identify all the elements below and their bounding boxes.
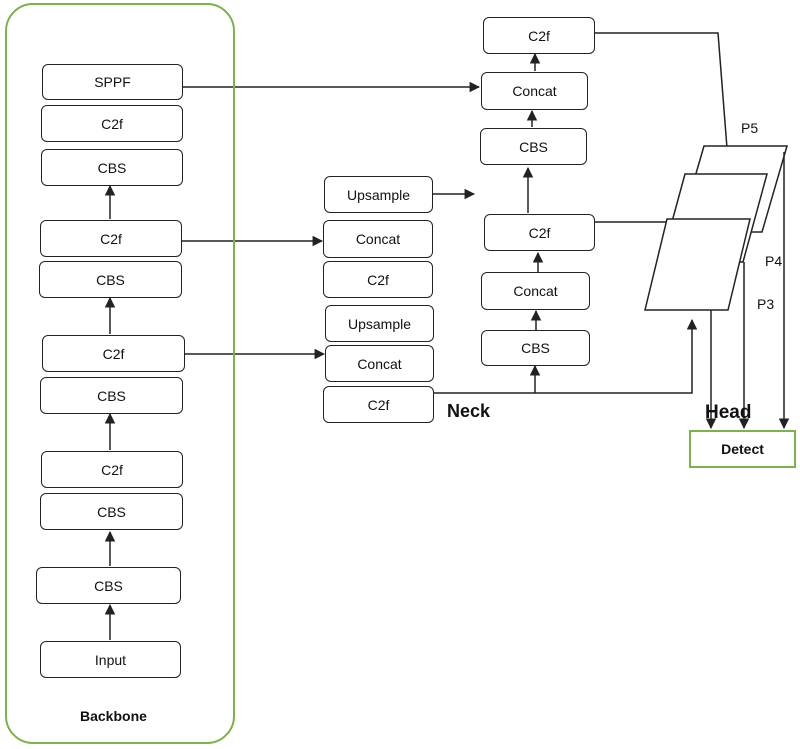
backbone-block-cbs: CBS	[40, 493, 183, 530]
backbone-title: Backbone	[80, 708, 147, 724]
neck-right-concat: Concat	[481, 72, 588, 110]
backbone-block-input: Input	[40, 641, 181, 678]
backbone-block-c2f: C2f	[41, 105, 183, 142]
neck-right-c2f: C2f	[484, 214, 595, 251]
line-c2f-to-p5	[595, 32, 728, 149]
head-level-p5: P5	[741, 120, 759, 136]
backbone-block-c2f: C2f	[40, 220, 182, 257]
line-neck-c2f-out	[433, 318, 698, 394]
head-level-p3: P3	[757, 296, 775, 312]
backbone-block-c2f: C2f	[41, 451, 183, 488]
neck-left-upsample: Upsample	[324, 176, 433, 213]
backbone-block-cbs: CBS	[41, 149, 183, 186]
backbone-block-cbs: CBS	[40, 377, 183, 414]
neck-right-cbs: CBS	[481, 330, 590, 366]
neck-right-concat: Concat	[481, 272, 590, 310]
detect-box: Detect	[689, 430, 796, 468]
neck-left-concat: Concat	[323, 220, 433, 258]
feature-map-p3	[644, 218, 751, 311]
head-title: Head	[705, 402, 752, 423]
backbone-block-cbs: CBS	[39, 261, 182, 298]
neck-left-upsample: Upsample	[325, 305, 434, 342]
neck-title: Neck	[447, 401, 491, 421]
backbone-frame	[5, 3, 235, 744]
neck-right-c2f: C2f	[483, 17, 595, 54]
backbone-block-c2f: C2f	[42, 335, 185, 372]
neck-right-cbs: CBS	[480, 128, 587, 165]
backbone-block-cbs: CBS	[36, 567, 181, 604]
neck-left-concat: Concat	[325, 345, 434, 382]
neck-left-c2f: C2f	[323, 386, 434, 423]
head-level-p4: P4	[765, 253, 783, 269]
backbone-block-sppf: SPPF	[42, 64, 183, 100]
neck-left-c2f: C2f	[323, 261, 433, 298]
